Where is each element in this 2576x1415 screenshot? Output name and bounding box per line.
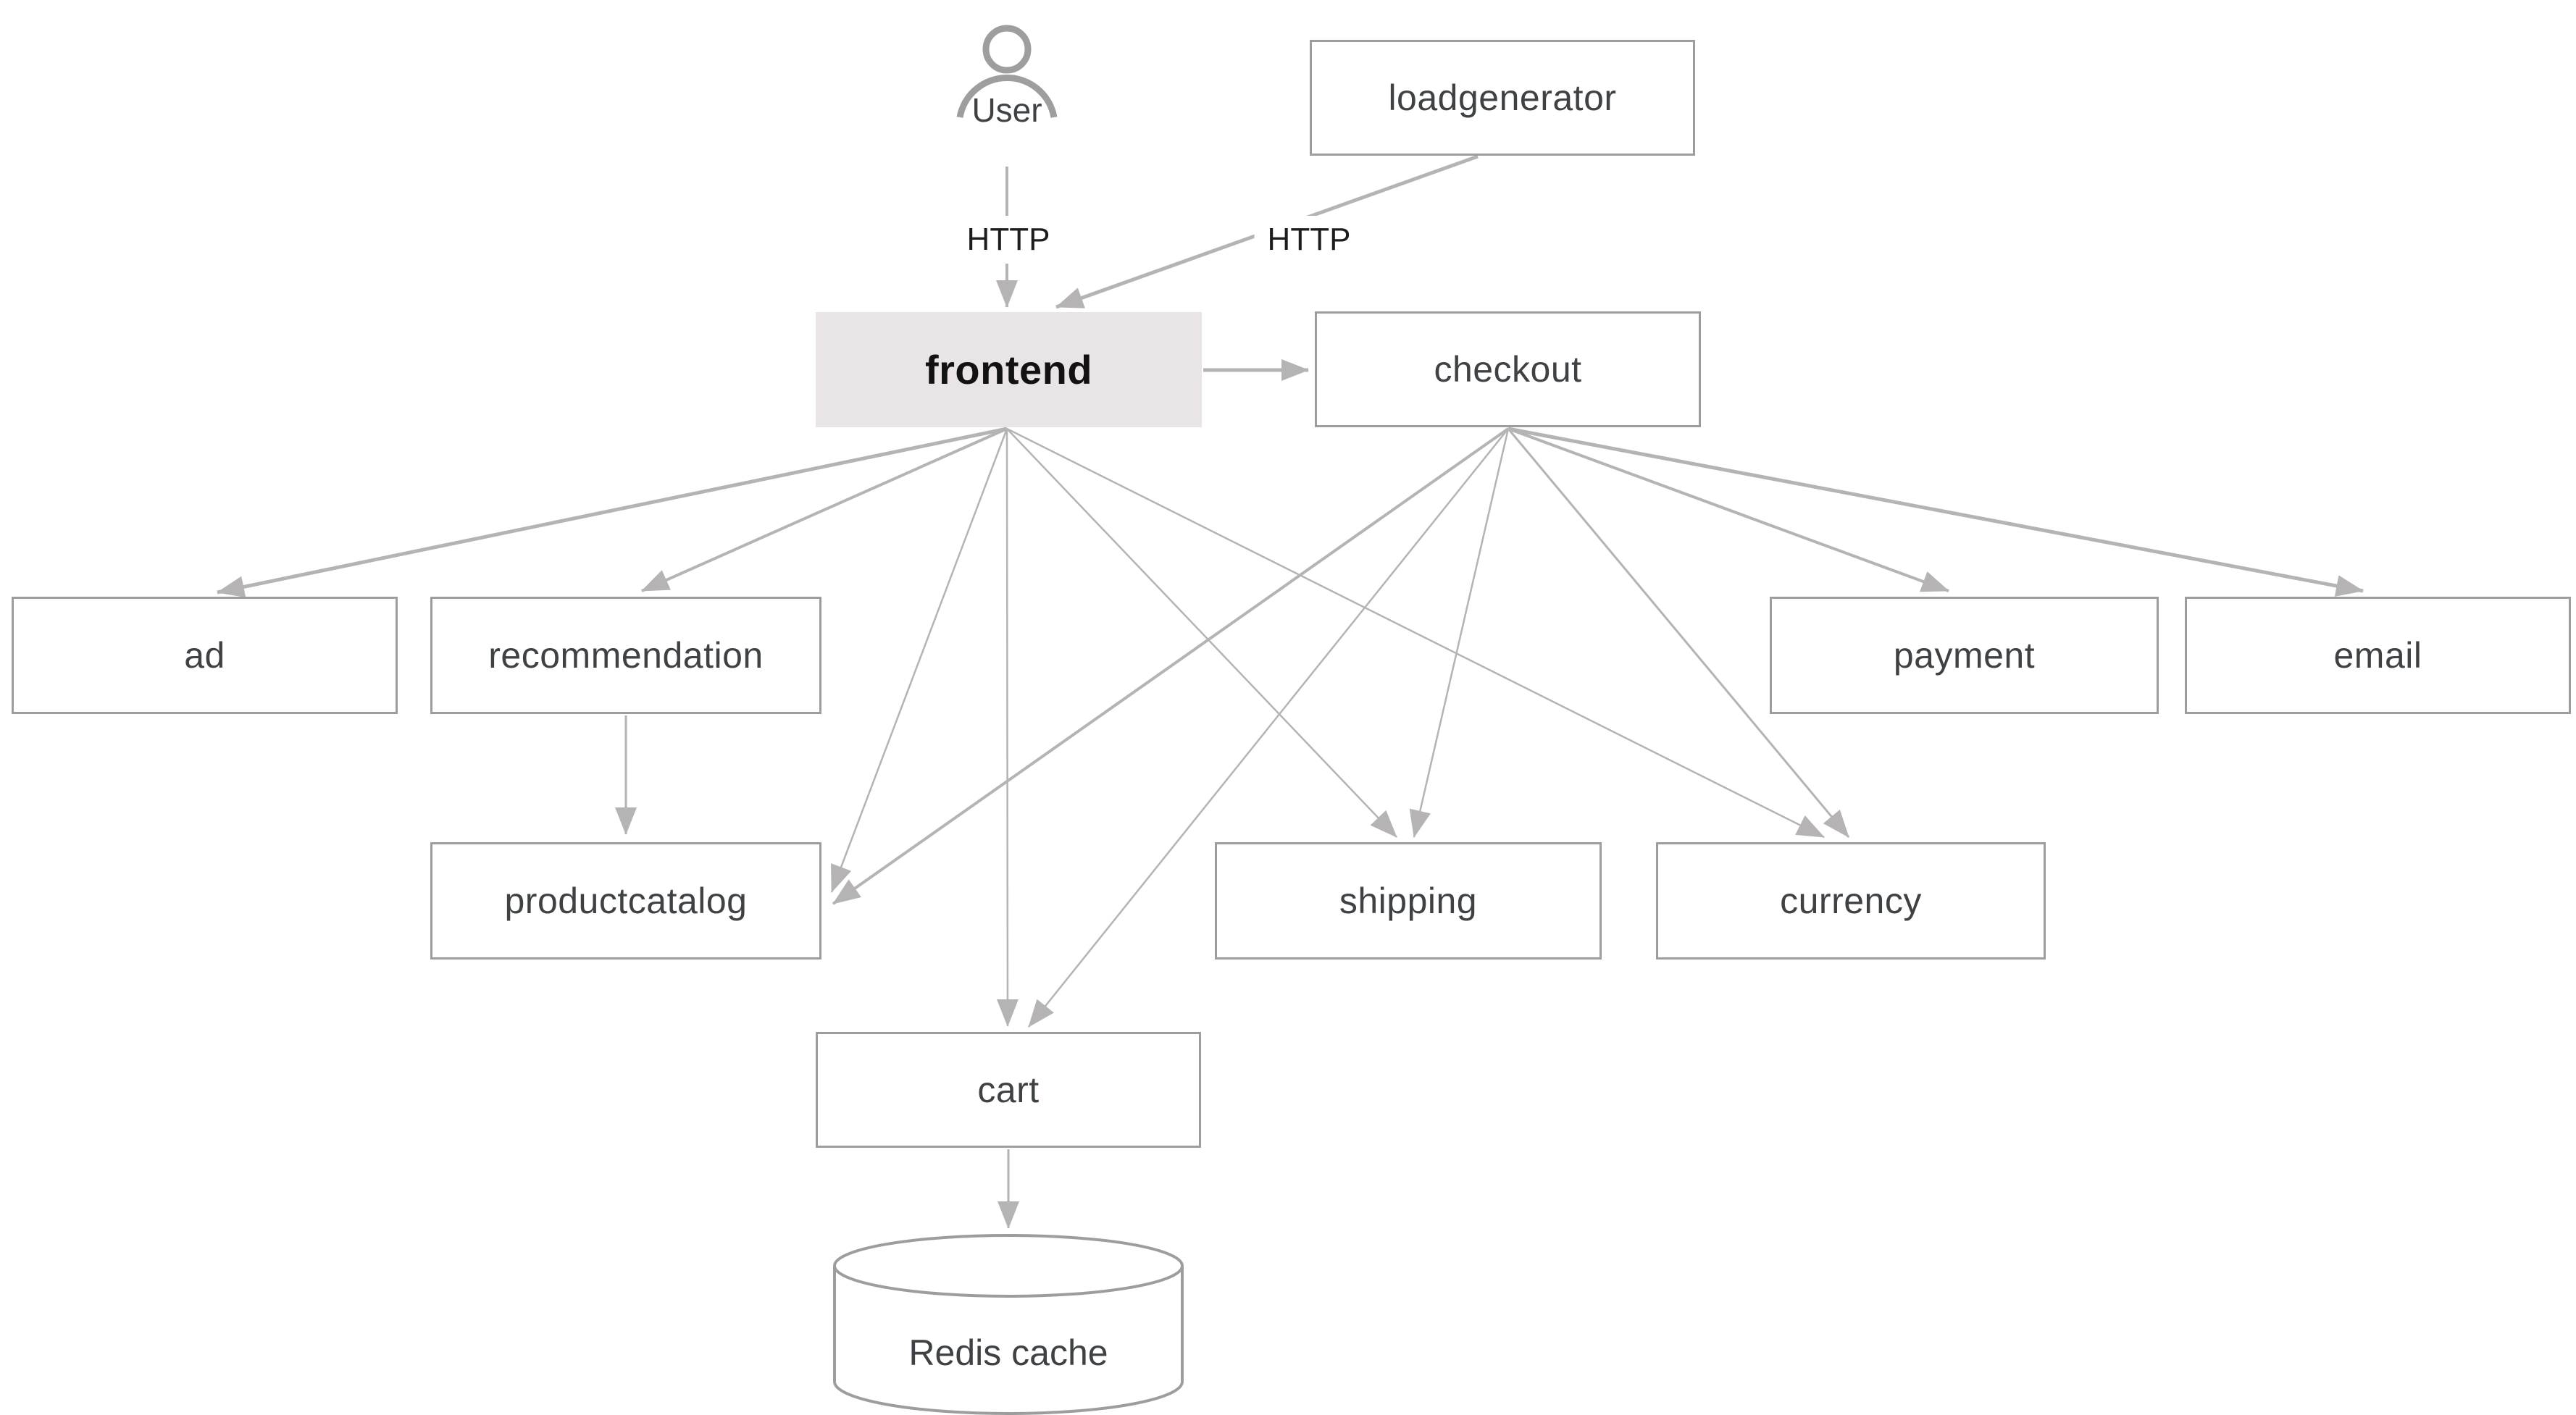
node-frontend-label: frontend — [924, 347, 1093, 392]
edge-checkout-to-cart — [1028, 428, 1509, 1028]
node-productcatalog-label: productcatalog — [504, 881, 748, 921]
edge-frontend-to-shipping — [1006, 428, 1397, 838]
node-payment[interactable]: payment — [1770, 597, 2159, 714]
edge-frontend-to-productcatalog — [830, 428, 1008, 893]
edge-frontend-to-recommendation — [641, 427, 1008, 592]
node-shipping[interactable]: shipping — [1215, 842, 1602, 960]
node-frontend[interactable]: frontend — [816, 312, 1202, 427]
edge-label-loadgenerator-http: HTTP — [1254, 216, 1364, 264]
node-cart[interactable]: cart — [816, 1032, 1201, 1148]
edge-checkout-to-payment — [1507, 427, 1949, 592]
edge-checkout-to-email — [1507, 427, 2364, 597]
node-ad[interactable]: ad — [12, 597, 398, 714]
edge-frontend-to-ad — [217, 427, 1008, 598]
node-email-label: email — [2333, 635, 2422, 676]
edge-checkout-to-productcatalog — [832, 427, 1510, 905]
edge-frontend-to-cart — [996, 428, 1019, 1027]
edge-frontend-to-currency — [1006, 427, 1825, 839]
node-loadgenerator-label: loadgenerator — [1388, 77, 1617, 118]
redis-cylinder-shape — [833, 1234, 1184, 1415]
edge-checkout-to-shipping — [1409, 428, 1510, 838]
node-recommendation-label: recommendation — [488, 635, 764, 676]
node-checkout-label: checkout — [1434, 349, 1582, 390]
node-currency-label: currency — [1780, 881, 1922, 921]
node-cart-label: cart — [977, 1070, 1040, 1110]
node-loadgenerator[interactable]: loadgenerator — [1310, 40, 1695, 156]
node-email[interactable]: email — [2185, 597, 2571, 714]
node-redis-label: Redis cache — [908, 1332, 1108, 1373]
node-checkout[interactable]: checkout — [1315, 311, 1701, 427]
node-payment-label: payment — [1893, 635, 2036, 676]
user-label: User — [971, 91, 1042, 129]
node-shipping-label: shipping — [1339, 881, 1478, 921]
node-recommendation[interactable]: recommendation — [430, 597, 821, 714]
node-currency[interactable]: currency — [1656, 842, 2046, 960]
edge-label-user-http: HTTP — [953, 216, 1063, 264]
node-productcatalog[interactable]: productcatalog — [430, 842, 821, 960]
user-icon — [956, 25, 1058, 118]
edge-checkout-to-currency — [1507, 428, 1850, 838]
node-ad-label: ad — [184, 635, 225, 676]
